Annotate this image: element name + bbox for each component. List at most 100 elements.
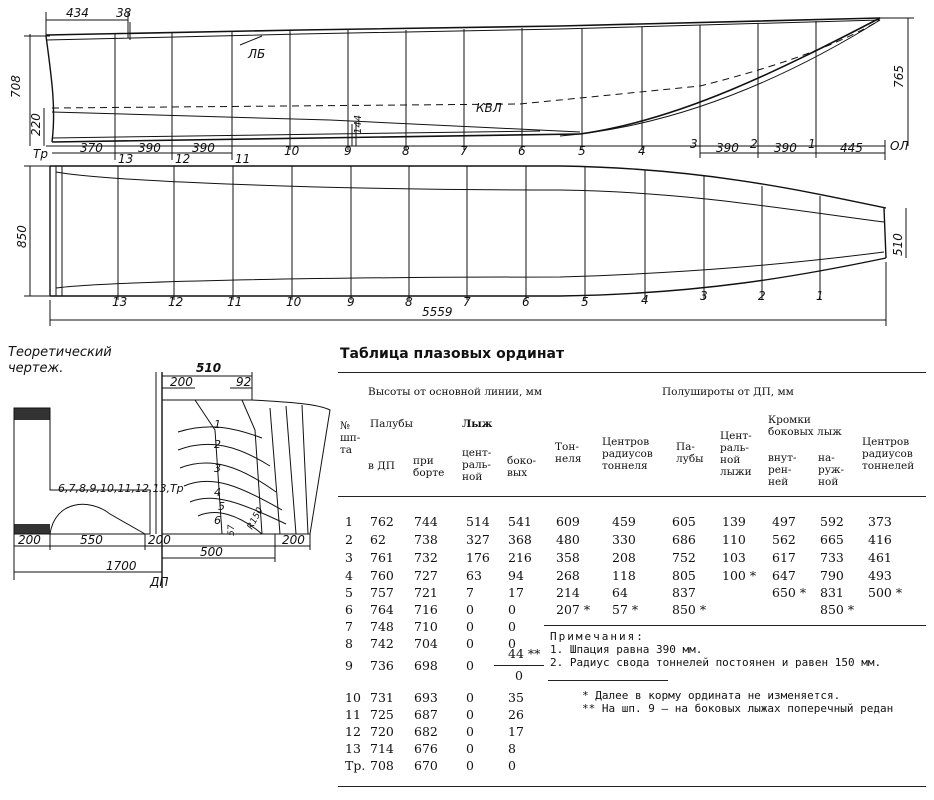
header-heights: Высоты от основной линии, мм — [368, 386, 543, 398]
cell-l: 8 — [508, 741, 516, 756]
cell-d: 605 — [672, 514, 696, 529]
plan-station-12: 12 — [168, 295, 183, 309]
cell-d: 752 — [672, 550, 696, 565]
cell-st: 8 — [345, 636, 353, 651]
profile-station-7: 7 — [460, 144, 468, 158]
profile-station-1: 1 — [808, 137, 816, 151]
body-dim-200-b: 200 — [148, 533, 171, 547]
cell-d: 686 — [672, 532, 696, 547]
plan-station-1: 1 — [816, 289, 824, 303]
cell-rts: 461 — [868, 550, 892, 565]
cell-dp: 714 — [370, 741, 394, 756]
label-tr: Тр — [33, 147, 48, 161]
footnote-1: * Далее в корму ордината не изменяется. — [582, 689, 841, 702]
cell-in: 562 — [772, 532, 796, 547]
header-central: цент- раль- ной — [462, 447, 492, 483]
header-station: № шп- та — [340, 420, 361, 456]
fraction-rule — [494, 665, 544, 666]
cell-side: 744 — [414, 514, 438, 529]
body-fwd-station-6: 6 — [214, 514, 221, 527]
plan-station-4: 4 — [641, 293, 649, 307]
body-fwd-station-1: 1 — [214, 418, 221, 431]
cell-out: 665 — [820, 532, 844, 547]
cell-l: 541 — [508, 514, 532, 529]
dim-220: 220 — [29, 113, 43, 136]
dim-510-plan: 510 — [891, 233, 905, 256]
cell-st: 9 — [345, 658, 353, 673]
plan-station-11: 11 — [227, 295, 242, 309]
header-dp: в ДП — [368, 460, 395, 472]
cell-st: 2 — [345, 532, 353, 547]
cell-side: 727 — [414, 568, 438, 583]
cell-t: 480 — [556, 532, 580, 547]
label-ol: ОЛ — [890, 139, 908, 153]
plan-station-13: 13 — [112, 295, 127, 309]
cell-l: 17 — [508, 724, 524, 739]
cell-l: 0 — [508, 619, 516, 634]
cell-st: 13 — [345, 741, 361, 756]
cell-c: 0 — [466, 707, 474, 722]
cell-dp: 725 — [370, 707, 394, 722]
body-dim-200-top: 200 — [170, 375, 193, 389]
cell-side: 682 — [414, 724, 438, 739]
cell-dp: 708 — [370, 758, 394, 773]
cell-c: 0 — [466, 758, 474, 773]
cell-l: 94 — [508, 568, 524, 583]
cell-rt: 64 — [612, 585, 628, 600]
cell-l-below: 0 — [515, 668, 523, 683]
body-dim-200-c: 200 — [282, 533, 305, 547]
cell-side: 732 — [414, 550, 438, 565]
cell-l: 26 — [508, 707, 524, 722]
notes-rule — [544, 625, 926, 626]
spacing-2: 390 — [138, 141, 161, 155]
plan-view — [24, 165, 907, 326]
cell-out: 592 — [820, 514, 844, 529]
header-bottom-rule — [338, 496, 926, 497]
cell-dp: 748 — [370, 619, 394, 634]
dim-144: 144 — [353, 115, 364, 134]
cell-side: 738 — [414, 532, 438, 547]
cell-l: 0 — [508, 602, 516, 617]
plan-station-6: 6 — [522, 295, 530, 309]
plan-station-2: 2 — [758, 289, 766, 303]
body-fwd-station-5: 5 — [218, 500, 225, 513]
body-plan — [13, 372, 331, 588]
header-lateral: боко- вых — [507, 455, 537, 479]
footnotes: * Далее в корму ордината не изменяется. … — [582, 689, 893, 715]
body-dim-92: 92 — [236, 375, 251, 389]
cell-dp: 761 — [370, 550, 394, 565]
cell-side: 693 — [414, 690, 438, 705]
cell-l: 368 — [508, 532, 532, 547]
cell-rt: 330 — [612, 532, 636, 547]
footnote-2: ** На шп. 9 — на боковых лыжах поперечны… — [582, 702, 894, 715]
body-dim-1700: 1700 — [106, 559, 137, 573]
dim-708: 708 — [9, 75, 23, 98]
cell-dp: 762 — [370, 514, 394, 529]
cell-l: 17 — [508, 585, 524, 600]
cell-side: 721 — [414, 585, 438, 600]
cell-dp: 736 — [370, 658, 394, 673]
body-fwd-station-2: 2 — [214, 438, 221, 451]
cell-st: 7 — [345, 619, 353, 634]
cell-st: 1 — [345, 514, 353, 529]
body-aft-label: 6,7,8,9,10,11,12,13,Тр — [58, 482, 184, 495]
cell-c: 0 — [466, 602, 474, 617]
cell-dp: 764 — [370, 602, 394, 617]
cell-side: 687 — [414, 707, 438, 722]
cell-c: 0 — [466, 619, 474, 634]
profile-station-5: 5 — [578, 144, 586, 158]
header-inner: внут- рен- ней — [768, 452, 797, 488]
cell-side: 710 — [414, 619, 438, 634]
cell-dp: 757 — [370, 585, 394, 600]
cell-cs: 139 — [722, 514, 746, 529]
cell-in: 497 — [772, 514, 796, 529]
header-halfwidths: Полуширoты от ДП, мм — [662, 386, 794, 398]
label-lb: ЛБ — [247, 47, 265, 61]
plan-station-7: 7 — [463, 295, 471, 309]
cell-t: 609 — [556, 514, 580, 529]
drawing-caption: Теоретический чертеж. — [8, 345, 168, 377]
cell-out: 790 — [820, 568, 844, 583]
header-tunnels-radii: Центров радиусов тоннелей — [862, 436, 915, 472]
profile-station-3: 3 — [690, 137, 698, 151]
